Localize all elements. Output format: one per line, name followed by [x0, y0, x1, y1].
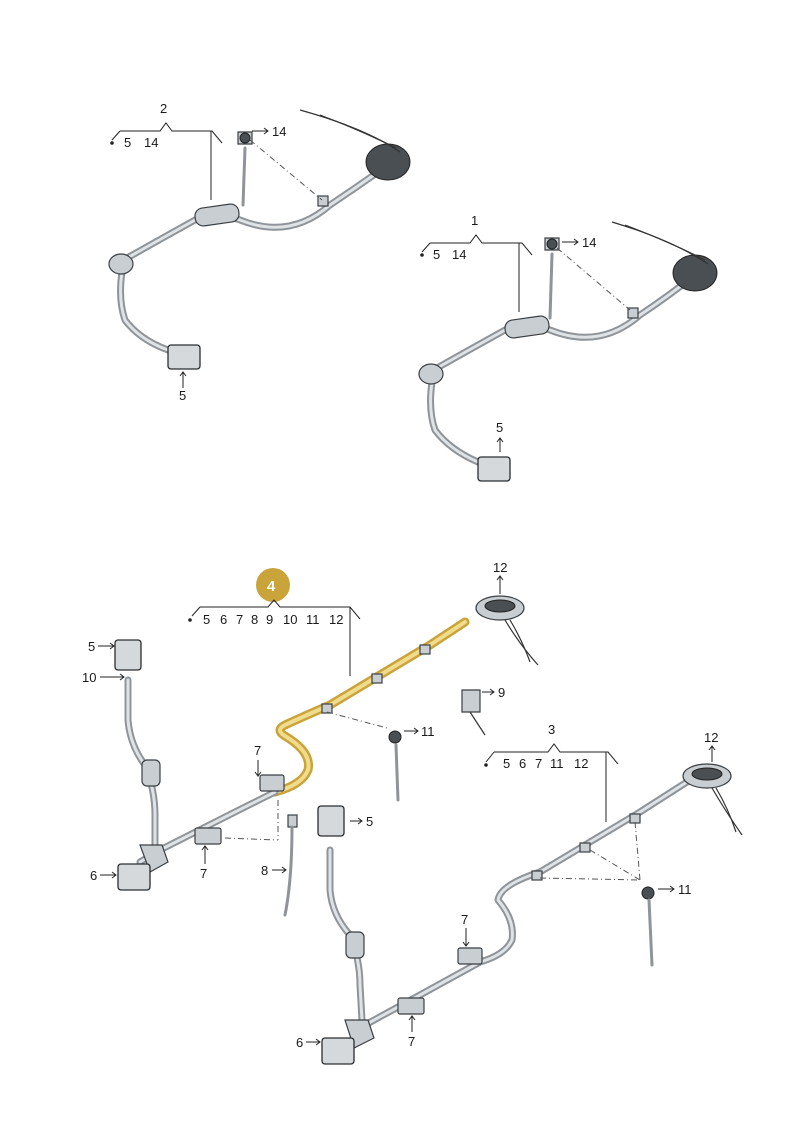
group-4-item-6: 11	[306, 612, 320, 627]
assembly-4: 4 5 6 7 8 9 10 11 12 12 9 11 5 10 7 6 7 …	[82, 560, 539, 917]
group-2-item-0: 5	[124, 135, 131, 150]
callout-14: 14	[582, 235, 596, 250]
callout-5: 5	[88, 639, 95, 654]
callout-6: 6	[296, 1035, 303, 1050]
group-3-item-3: 11	[550, 756, 564, 771]
callout-7: 7	[200, 866, 207, 881]
sensor-head	[672, 254, 718, 292]
connector-5	[317, 805, 345, 837]
group-3-item-1: 6	[519, 756, 526, 771]
connector	[477, 456, 511, 482]
highlight-badge	[256, 568, 290, 602]
callout-8: 8	[261, 863, 268, 878]
callout-5: 5	[179, 388, 186, 403]
group-4-item-5: 10	[283, 612, 297, 627]
group-3-item-2: 7	[535, 756, 542, 771]
callout-6: 6	[90, 868, 97, 883]
connector-5	[114, 639, 142, 671]
group-3-item-0: 5	[503, 756, 510, 771]
group-2-item-1: 14	[144, 135, 158, 150]
callout-10: 10	[82, 670, 96, 685]
callout-11: 11	[678, 882, 692, 897]
callout-7: 7	[461, 912, 468, 927]
callout-5: 5	[366, 814, 373, 829]
group-number-3: 3	[548, 722, 555, 737]
assembly-2: 2 5 14 14 5	[108, 101, 411, 403]
group-4-item-3: 8	[251, 612, 258, 627]
callout-7: 7	[408, 1034, 415, 1049]
group-3-item-4: 12	[574, 756, 588, 771]
group-4-item-0: 5	[203, 612, 210, 627]
group-4-item-2: 7	[236, 612, 243, 627]
group-4-item-7: 12	[329, 612, 343, 627]
callout-9: 9	[498, 685, 505, 700]
callout-5: 5	[496, 420, 503, 435]
connector-6	[321, 1037, 355, 1065]
callout-14: 14	[272, 124, 286, 139]
callout-12: 12	[704, 730, 718, 745]
callout-11: 11	[421, 724, 435, 739]
callout-12: 12	[493, 560, 507, 575]
group-number-1: 1	[471, 213, 478, 228]
group-4-item-4: 9	[266, 612, 273, 627]
group-number-2: 2	[160, 101, 167, 116]
assembly-3: 3 5 6 7 11 12 12 11 7 6 7 5	[296, 722, 743, 1065]
connector	[167, 344, 201, 370]
group-4-item-1: 6	[220, 612, 227, 627]
assembly-1: 1 5 14 14 5	[418, 213, 718, 482]
group-number-4: 4	[267, 578, 276, 595]
group-1-item-1: 14	[452, 247, 466, 262]
connector-6	[117, 863, 151, 891]
group-1-item-0: 5	[433, 247, 440, 262]
sensor-head	[365, 143, 411, 181]
callout-7: 7	[254, 743, 261, 758]
